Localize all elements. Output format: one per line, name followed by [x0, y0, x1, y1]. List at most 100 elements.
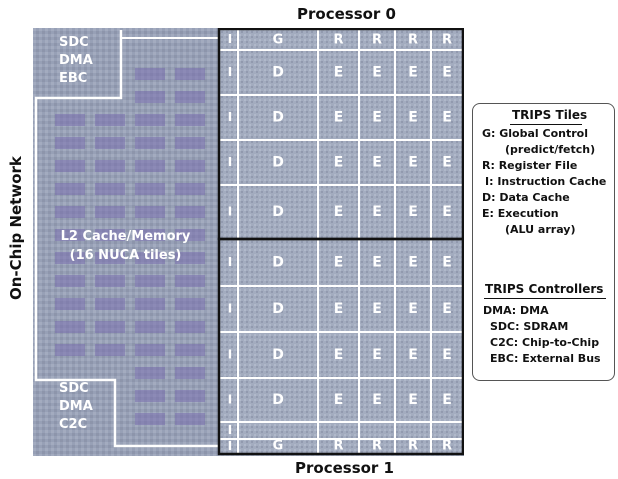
nuca-tile-block — [95, 206, 125, 218]
legend-controllers-rule — [484, 298, 606, 299]
nuca-memory-texture — [55, 68, 205, 425]
on-chip-network-label: On-Chip Network — [7, 156, 25, 300]
nuca-tile-block — [175, 229, 205, 241]
nuca-tile-block — [175, 413, 205, 425]
tile-e: E — [442, 255, 452, 271]
nuca-tile-block — [95, 183, 125, 195]
nuca-tile-block — [55, 275, 85, 287]
nuca-tile-block — [135, 114, 165, 126]
tile-r-p0: R — [408, 33, 418, 48]
top-controllers-label: SDC DMA EBC — [59, 34, 93, 88]
legend-item-g-desc: (predict/fetch) — [505, 143, 596, 156]
nuca-tile-block — [175, 91, 205, 103]
nuca-tile-block — [135, 137, 165, 149]
tile-e: E — [408, 204, 418, 220]
nuca-tile-block — [55, 183, 85, 195]
tile-e: E — [372, 155, 382, 171]
tile-e: E — [372, 392, 382, 408]
tile-e: E — [334, 110, 344, 126]
tile-i: I — [228, 255, 232, 269]
tile-r-p1: R — [333, 439, 343, 454]
nuca-tile-block — [55, 114, 85, 126]
nuca-tile-block — [175, 321, 205, 333]
legend-controllers-title: TRIPS Controllers — [485, 282, 604, 296]
tile-d: D — [272, 65, 284, 81]
nuca-tile-block — [135, 390, 165, 402]
tile-r-p0: R — [333, 33, 343, 48]
nuca-tile-block — [55, 252, 85, 264]
processor-0-label: Processor 0 — [297, 5, 396, 23]
nuca-tile-block — [135, 160, 165, 172]
processor-1-outline — [217, 237, 464, 456]
tile-e: E — [442, 110, 452, 126]
legend-tiles-title: TRIPS Tiles — [512, 108, 588, 122]
tile-g-p1: G — [273, 439, 284, 454]
tile-e: E — [408, 301, 418, 317]
nuca-tile-block — [55, 344, 85, 356]
tile-e: E — [334, 204, 344, 220]
controller-ebc-top: EBC — [59, 71, 88, 86]
nuca-tile-block — [95, 252, 125, 264]
tile-e: E — [442, 392, 452, 408]
nuca-tile-block — [55, 229, 85, 241]
tile-i: I — [228, 393, 232, 407]
tile-i: I — [228, 32, 232, 46]
controller-dma-bottom: DMA — [59, 399, 93, 414]
tile-e: E — [334, 155, 344, 171]
controller-dma-top: DMA — [59, 53, 93, 68]
tile-i: I — [228, 302, 232, 316]
tile-d: D — [272, 347, 284, 363]
nuca-tile-block — [135, 206, 165, 218]
tile-r-p1: R — [408, 439, 418, 454]
controller-sdc-bottom: SDC — [59, 381, 89, 396]
nuca-tile-block — [55, 206, 85, 218]
legend-item-e: E: Execution — [482, 207, 559, 220]
tile-e: E — [334, 255, 344, 271]
legend-item-g: G: Global Control — [482, 127, 588, 140]
tile-d: D — [272, 255, 284, 271]
tile-e: E — [442, 65, 452, 81]
tile-e: E — [372, 255, 382, 271]
nuca-tile-block — [175, 390, 205, 402]
l2-line-1: L2 Cache/Memory — [60, 229, 191, 244]
controller-sdc-top: SDC — [59, 35, 89, 50]
tile-i: I — [228, 423, 232, 437]
nuca-tile-block — [55, 137, 85, 149]
tile-e: E — [372, 65, 382, 81]
tile-d: D — [272, 155, 284, 171]
nuca-tile-block — [135, 344, 165, 356]
nuca-tile-block — [175, 252, 205, 264]
nuca-tile-block — [95, 137, 125, 149]
tile-i: I — [228, 155, 232, 169]
nuca-tile-block — [135, 252, 165, 264]
tile-r-p1: R — [442, 439, 452, 454]
nuca-tile-block — [175, 275, 205, 287]
tile-e: E — [442, 301, 452, 317]
tile-e: E — [334, 347, 344, 363]
legend-item-e-desc: (ALU array) — [505, 223, 576, 236]
processor-region — [218, 28, 464, 456]
nuca-tile-block — [95, 160, 125, 172]
tile-i: I — [228, 348, 232, 362]
tile-e: E — [334, 65, 344, 81]
nuca-tile-block — [135, 321, 165, 333]
tile-e: E — [372, 204, 382, 220]
tile-e: E — [442, 155, 452, 171]
nuca-tile-block — [135, 68, 165, 80]
nuca-tile-block — [135, 91, 165, 103]
tile-e: E — [442, 347, 452, 363]
nuca-tile-block — [95, 321, 125, 333]
tile-e: E — [334, 392, 344, 408]
nuca-tile-block — [175, 137, 205, 149]
nuca-tile-block — [95, 344, 125, 356]
nuca-tile-block — [135, 298, 165, 310]
tile-grid — [220, 29, 463, 454]
tile-d: D — [272, 110, 284, 126]
tile-g-p0: G — [273, 33, 284, 48]
nuca-tile-block — [95, 229, 125, 241]
nuca-tile-block — [175, 183, 205, 195]
l2-cache-label: L2 Cache/Memory (16 NUCA tiles) — [33, 227, 218, 265]
nuca-tile-block — [95, 114, 125, 126]
